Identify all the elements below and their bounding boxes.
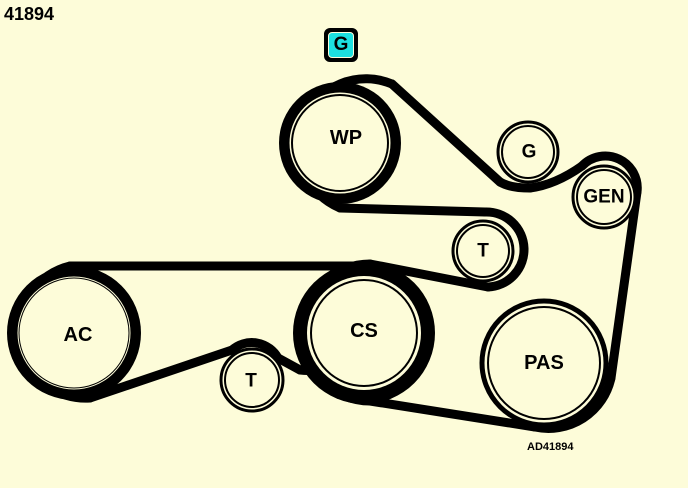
pulley-cs-label: CS	[350, 320, 378, 342]
belt-t-wrap	[480, 207, 529, 292]
belt-t-to-ac	[85, 345, 237, 403]
pulley-wp-label: WP	[330, 127, 362, 149]
pulley-gen: GEN	[571, 164, 637, 230]
pulley-t-upper-label: T	[477, 241, 489, 262]
belt-g-to-wp	[387, 79, 505, 187]
pulley-wp: WP	[279, 82, 401, 204]
pulley-g-label: G	[522, 142, 537, 163]
pulley-pas-label: PAS	[524, 352, 564, 374]
pulley-cs: CS	[293, 262, 435, 404]
pulley-gen-label: GEN	[583, 187, 624, 208]
pulley-t-lower: T	[219, 347, 285, 413]
belt-cs-to-pas	[365, 396, 540, 432]
g-legend-marker: G	[324, 28, 358, 62]
pulley-t-upper: T	[451, 219, 515, 283]
g-legend-label: G	[328, 32, 354, 58]
pulley-g: G	[496, 120, 560, 184]
pulley-ac: AC	[7, 266, 141, 400]
belt-lower-t-wrap	[227, 338, 283, 363]
pulley-t-lower-label: T	[245, 371, 257, 392]
belt-pas-to-gen	[606, 187, 642, 383]
belt-gen-wrap	[577, 151, 642, 197]
pulley-ac-label: AC	[64, 324, 93, 346]
belt-pas-wrap	[530, 373, 616, 433]
pulley-pas: PAS	[479, 298, 609, 428]
figure-number: 41894	[4, 4, 55, 24]
diagram-reference-code: AD41894	[527, 441, 574, 453]
belt-wp-to-t	[335, 203, 490, 217]
